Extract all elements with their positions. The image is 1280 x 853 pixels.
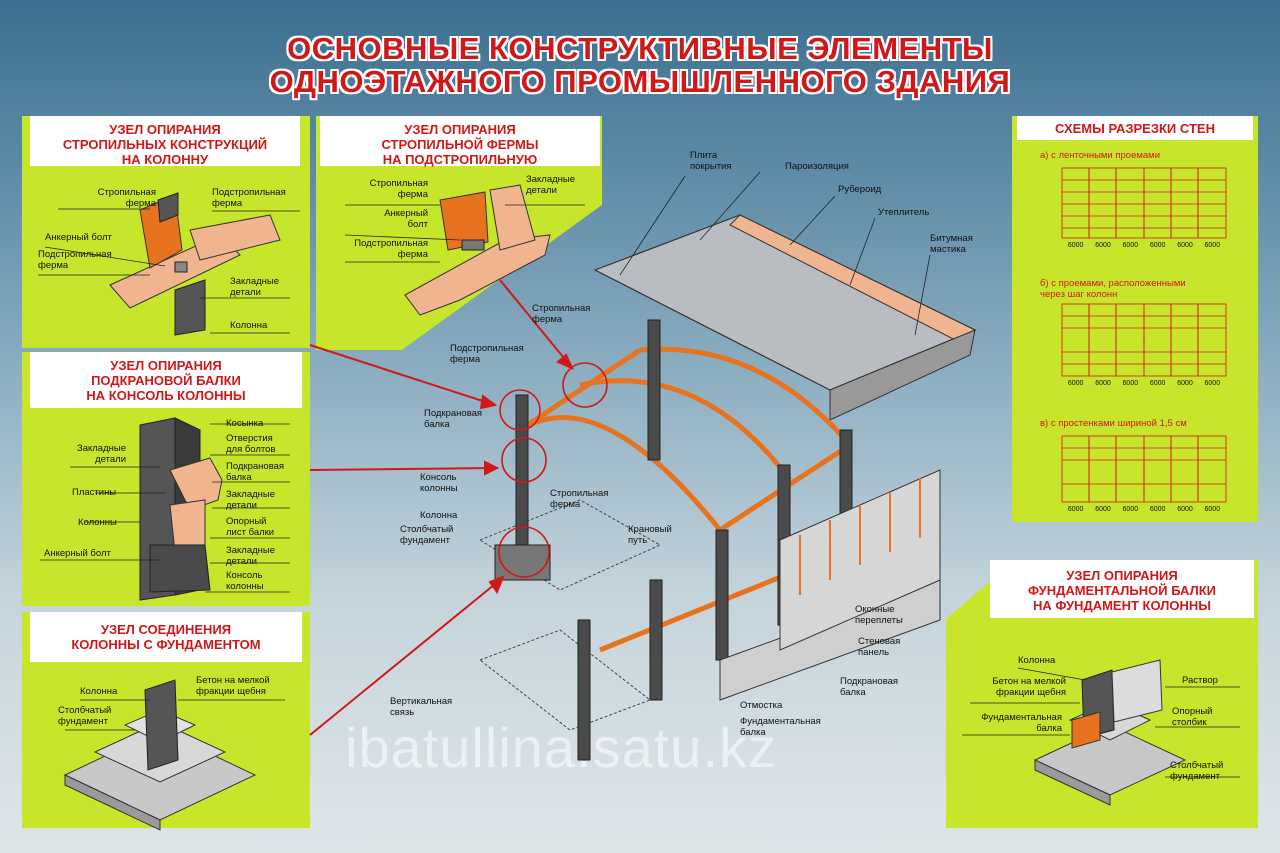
panel-crane-beam-title: УЗЕЛ ОПИРАНИЯ ПОДКРАНОВОЙ БАЛКИ НА КОНСО… xyxy=(30,352,302,408)
title-line-2: ОДНОЭТАЖНОГО ПРОМЫШЛЕННОГО ЗДАНИЯ xyxy=(269,64,1011,99)
detail-callout-circles xyxy=(498,362,608,578)
label-truss-2: Стропильная ферма xyxy=(369,178,428,200)
wall-scheme-columns xyxy=(1088,168,1199,502)
panel-truss-subtruss-title: УЗЕЛ ОПИРАНИЯ СТРОПИЛЬНОЙ ФЕРМЫ НА ПОДСТ… xyxy=(320,116,600,167)
label-embedded-1: Закладные детали xyxy=(230,276,280,298)
label-anchor-bolt-1: Анкерный болт xyxy=(45,232,112,243)
column-foundation-illustration xyxy=(63,679,257,831)
panel-wall-schemes-title: СХЕМЫ РАЗРЕЗКИ СТЕН xyxy=(1017,116,1253,140)
main-label-crane-beam-b: Подкрановая балка xyxy=(840,676,899,698)
main-label-wall-panel: Стеновая панель xyxy=(858,636,901,658)
main-label-column: Колонна xyxy=(420,510,458,521)
main-label-vertical-brace: Вертикальная связь xyxy=(390,696,453,718)
foundation-beam-leaders xyxy=(962,667,1240,778)
label-bolt-holes: Отверстия для болтов xyxy=(226,433,276,455)
main-label-crane-beam-a: Подкрановая балка xyxy=(424,408,483,430)
fb-label-mortar: Раствор xyxy=(1182,675,1218,686)
fb-label-column: Колонна xyxy=(1018,655,1056,666)
main-label-crane-track: Крановый путь xyxy=(628,524,672,546)
label-embedded-4: Закладные детали xyxy=(226,489,276,511)
label-concrete-4: Бетон на мелкой фракции щебня xyxy=(196,675,270,697)
fb-label-pillar: Опорный столбик xyxy=(1172,706,1213,728)
truss-column-illustration xyxy=(109,192,281,336)
label-anchor-3: Анкерный болт xyxy=(44,548,111,559)
watermark: ibatullina.satu.kz xyxy=(345,716,778,779)
crane-beam-leaders xyxy=(40,423,290,593)
fb-label-foundation: Столбчатый фундамент xyxy=(1170,760,1224,782)
wall-scheme-caption-c: в) с простенками шириной 1,5 см xyxy=(1040,418,1187,429)
label-gusset: Косынка xyxy=(226,418,264,429)
label-plates: Пластины xyxy=(72,487,117,498)
main-label-slab: Плита покрытия xyxy=(690,150,732,172)
label-subtruss-3: Подстропильная ферма xyxy=(354,238,428,260)
main-label-truss-a: Стропильная ферма xyxy=(532,303,591,325)
main-label-insulation: Утеплитель xyxy=(878,207,930,218)
main-leaders xyxy=(619,171,931,336)
panel-wall-schemes xyxy=(1012,116,1258,522)
label-truss-1: Стропильная ферма xyxy=(97,187,156,209)
label-subtruss-1: Подстропильная ферма xyxy=(212,187,286,209)
truss-subtruss-leaders xyxy=(344,204,585,263)
label-embedded-3: Закладные детали xyxy=(76,443,126,465)
main-label-foundation-beam: Фундаментальная балка xyxy=(740,716,821,738)
panel-column-foundation-title: УЗЕЛ СОЕДИНЕНИЯ КОЛОННЫ С ФУНДАМЕНТОМ xyxy=(30,612,302,662)
label-column-4: Колонна xyxy=(80,686,118,697)
fb-label-beam: Фундаментальная балка xyxy=(981,712,1062,734)
crane-beam-illustration xyxy=(139,417,223,601)
label-console: Консоль колонны xyxy=(226,570,264,592)
title-line-1: ОСНОВНЫЕ КОНСТРУКТИВНЫЕ ЭЛЕМЕНТЫ xyxy=(287,31,993,66)
panel-truss-column-title: УЗЕЛ ОПИРАНИЯ СТРОПИЛЬНЫХ КОНСТРУКЦИЙ НА… xyxy=(30,116,300,167)
truss-column-leader-lines xyxy=(38,208,300,334)
main-label-vapor: Пароизоляция xyxy=(785,161,849,172)
label-support-sheet: Опорный лист балки xyxy=(226,516,275,538)
label-embedded-2: Закладные детали xyxy=(526,174,576,196)
page-title: ОСНОВНЫЕ КОНСТРУКТИВНЫЕ ЭЛЕМЕНТЫ ОДНОЭТА… xyxy=(0,32,1280,98)
building-illustration xyxy=(478,214,977,761)
wall-scheme-caption-a: а) с ленточными проемами xyxy=(1040,150,1161,161)
fb-label-concrete: Бетон на мелкой фракции щебня xyxy=(992,676,1066,698)
label-subtruss-2: Подстропильная ферма xyxy=(38,249,112,271)
detail-arrows xyxy=(309,279,574,736)
label-crane-beam-1: Подкрановая балка xyxy=(226,461,285,483)
main-label-windows: Оконные переплеты xyxy=(855,604,903,626)
column-foundation-leaders xyxy=(65,699,285,731)
main-label-roofing: Рубероид xyxy=(838,184,882,195)
label-foundation-4: Столбчатый фундамент xyxy=(58,705,112,727)
main-label-blind-area: Отмостка xyxy=(740,700,783,711)
panel-foundation-beam-title: УЗЕЛ ОПИРАНИЯ ФУНДАМЕНТАЛЬНОЙ БАЛКИ НА Ф… xyxy=(990,560,1254,618)
main-label-foundation: Столбчатый фундамент xyxy=(400,524,454,546)
main-label-subtruss: Подстропильная ферма xyxy=(450,343,524,365)
label-column-1: Колонна xyxy=(230,320,268,331)
main-label-bitumen: Битумная мастика xyxy=(930,233,973,255)
label-embedded-5: Закладные детали xyxy=(226,545,276,567)
truss-subtruss-illustration xyxy=(404,184,551,316)
main-label-console: Консоль колонны xyxy=(420,472,458,494)
main-label-truss-b: Стропильная ферма xyxy=(550,488,609,510)
wall-scheme-caption-b: б) с проемами, расположенными через шаг … xyxy=(1040,278,1186,300)
foundation-beam-illustration xyxy=(1033,659,1187,806)
label-columns: Колонны xyxy=(78,517,117,528)
label-anchor-2: Анкерный болт xyxy=(384,208,428,230)
